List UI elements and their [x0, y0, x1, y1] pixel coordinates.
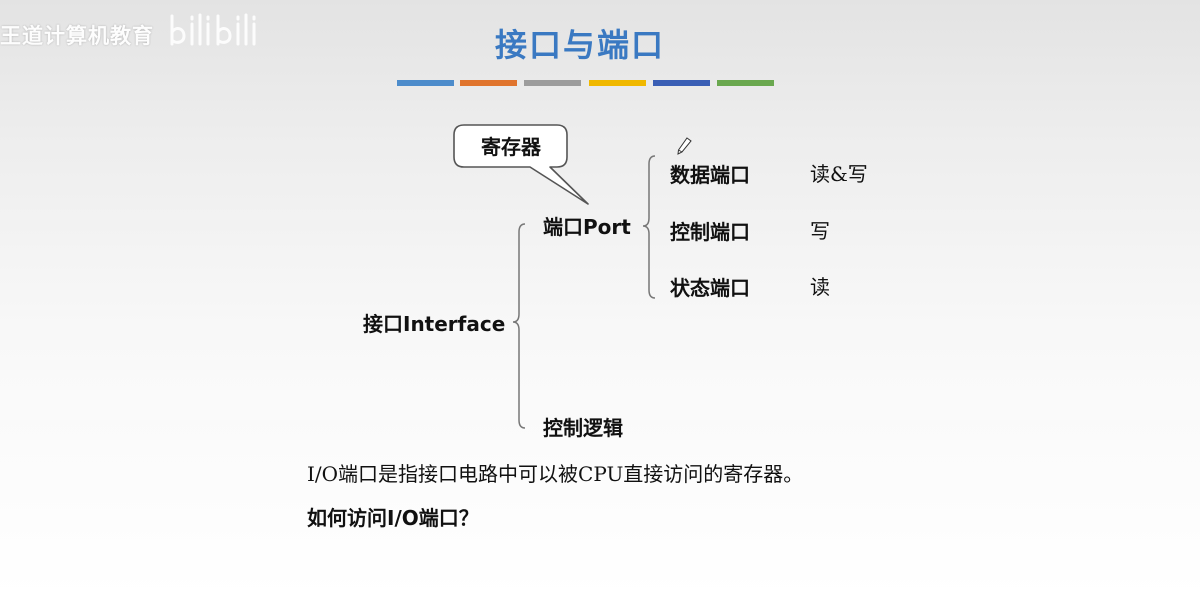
control-logic-node: 控制逻辑 [543, 416, 623, 440]
title-underline-bar-5 [653, 80, 710, 86]
status-port-access: 读 [810, 275, 830, 299]
status-port-label: 状态端口 [670, 276, 750, 300]
port-node: 端口Port [543, 215, 631, 239]
access-question: 如何访问I/O端口？ [307, 506, 479, 530]
channel-watermark: 王道计算机教育 [0, 24, 154, 48]
data-port-access: 读&写 [810, 162, 868, 186]
interface-brace [512, 223, 526, 429]
port-definition: I/O端口是指接口电路中可以被CPU直接访问的寄存器。 [307, 462, 804, 486]
title-underline-bar-1 [397, 80, 454, 86]
callout-text: 寄存器 [481, 135, 541, 159]
title-underline-bar-4 [589, 80, 646, 86]
bilibili-logo [170, 13, 256, 46]
interface-node: 接口Interface [363, 312, 506, 336]
control-port-access: 写 [810, 219, 830, 243]
port-brace [642, 155, 656, 299]
data-port-label: 数据端口 [670, 163, 750, 187]
title-underline-bar-6 [717, 80, 774, 86]
callout-bubble [453, 124, 589, 205]
pencil-icon [677, 137, 692, 155]
slide-title: 接口与端口 [494, 26, 665, 64]
title-underline-bar-3 [524, 80, 581, 86]
control-port-label: 控制端口 [670, 220, 750, 244]
title-underline-bar-2 [460, 80, 517, 86]
